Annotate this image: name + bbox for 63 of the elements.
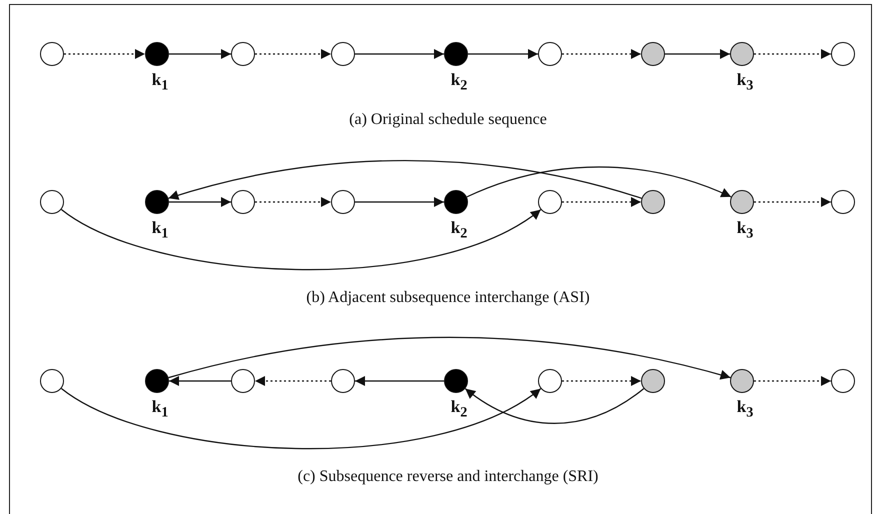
caption: (c) Subsequence reverse and interchange (SRI) — [298, 468, 598, 486]
circle-node — [538, 369, 562, 393]
arrow — [169, 49, 231, 59]
circle-node — [444, 369, 468, 393]
circle-node — [444, 190, 468, 214]
arrow — [61, 388, 542, 450]
circle-node — [231, 369, 255, 393]
circle-node — [40, 42, 64, 66]
arrow — [464, 388, 644, 424]
arrow — [61, 208, 542, 270]
arrow — [169, 376, 231, 386]
caption: (a) Original schedule sequence — [349, 111, 547, 129]
circle-node — [145, 42, 169, 66]
circle-node — [730, 369, 754, 393]
circle-node — [145, 369, 169, 393]
arrow — [754, 49, 831, 59]
node-label: k$_{3}$ — [736, 70, 754, 94]
circle-node — [231, 190, 255, 214]
arrow — [355, 49, 444, 59]
node-label: k$_{3}$ — [736, 218, 754, 242]
node-label: k$_{1}$ — [152, 218, 168, 242]
arrow — [64, 49, 145, 59]
circle-node — [730, 190, 754, 214]
circle-node — [641, 42, 665, 66]
arrow — [355, 197, 444, 207]
arrow — [562, 197, 641, 207]
arrow — [255, 197, 331, 207]
circle-node — [538, 42, 562, 66]
caption: (b) Adjacent subsequence interchange (ASI) — [306, 289, 590, 307]
arrow — [468, 49, 538, 59]
node-label: k$_{1}$ — [152, 397, 168, 422]
arrow — [754, 197, 831, 207]
arrow — [168, 160, 642, 200]
node-label: k$_{2}$ — [450, 218, 468, 242]
arrow — [355, 376, 444, 386]
arrow — [754, 376, 831, 386]
arrow — [562, 376, 641, 386]
arrow — [562, 49, 641, 59]
circle-node — [641, 369, 665, 393]
node-label: k$_{2}$ — [450, 397, 468, 422]
arrow — [665, 49, 730, 59]
circle-node — [145, 190, 169, 214]
circle-node — [831, 369, 855, 393]
arrow — [255, 376, 331, 386]
circle-node — [831, 42, 855, 66]
node-label: k$_{1}$ — [152, 70, 168, 94]
arrow — [466, 166, 732, 198]
circle-node — [331, 42, 355, 66]
arrow — [169, 197, 231, 207]
node-label: k$_{3}$ — [736, 397, 754, 422]
circle-node — [444, 42, 468, 66]
circle-node — [231, 42, 255, 66]
arrow — [255, 49, 331, 59]
circle-node — [831, 190, 855, 214]
circle-node — [40, 369, 64, 393]
circle-node — [40, 190, 64, 214]
circle-node — [730, 42, 754, 66]
circle-node — [641, 190, 665, 214]
circle-node — [331, 190, 355, 214]
arrow — [168, 336, 731, 380]
circle-node — [538, 190, 562, 214]
circle-node — [331, 369, 355, 393]
node-label: k$_{2}$ — [450, 70, 468, 94]
